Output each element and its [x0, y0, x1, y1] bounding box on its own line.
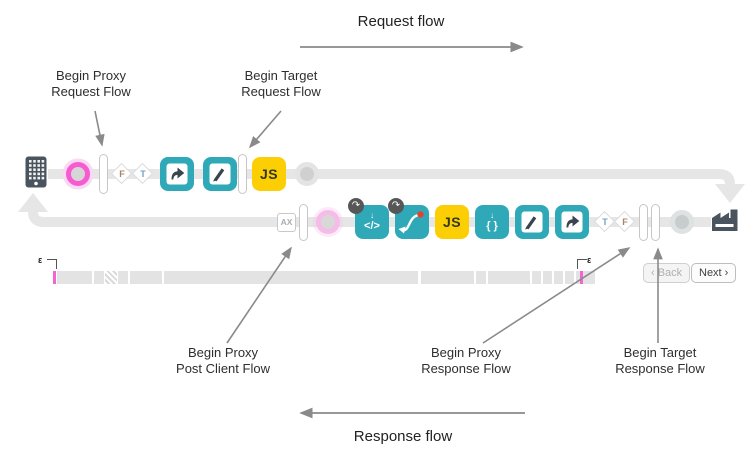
annotation-begin-target-response-flow: Begin Target Response Flow — [580, 345, 740, 377]
down-arrow-icon: ↓ — [490, 211, 494, 220]
down-arrow-icon: ↓ — [370, 211, 374, 220]
begin-proxy-request-flow-marker[interactable] — [99, 154, 108, 194]
next-button[interactable]: Next › — [691, 263, 737, 283]
timeline-segment[interactable] — [554, 271, 563, 284]
epsilon-left-label: ε — [38, 255, 43, 265]
request-flow-label: Request flow — [357, 13, 445, 30]
timeline-segment[interactable] — [488, 271, 530, 284]
timeline-segment[interactable] — [164, 271, 418, 284]
timeline-segment[interactable] — [543, 271, 552, 284]
code-glyph: </> — [364, 220, 380, 232]
target-server-factory-icon[interactable] — [711, 208, 739, 232]
epsilon-right-label: ε — [587, 255, 592, 265]
post-client-pointer-arrow-icon — [226, 246, 292, 344]
replay-badge-icon: ↷ — [348, 198, 364, 214]
begin-proxy-post-client-flow-marker[interactable] — [299, 204, 308, 241]
proxy-response-pointer-arrow-icon — [482, 247, 631, 344]
target-response-start-node[interactable] — [670, 210, 694, 234]
timeline-segment[interactable] — [94, 271, 104, 284]
javascript-label: JS — [259, 166, 279, 182]
javascript-policy-icon[interactable]: JS — [435, 205, 469, 239]
annotation-line: Begin Proxy — [187, 345, 259, 360]
timeline-segment-hatched[interactable] — [105, 271, 117, 284]
annotation-begin-target-request-flow: Begin Target Request Flow — [211, 68, 351, 100]
annotation-line: Request Flow — [241, 84, 321, 99]
back-button[interactable]: ‹ Back — [643, 263, 691, 283]
replay-badge-icon: ↷ — [388, 198, 404, 214]
annotation-line: Begin Proxy — [430, 345, 502, 360]
request-track-arrowhead-icon — [715, 184, 745, 203]
annotation-line: Request Flow — [51, 84, 131, 99]
condition-true-diamond[interactable]: T — [131, 162, 155, 186]
timeline-segment[interactable] — [565, 271, 574, 284]
timeline-start-tick — [53, 271, 56, 284]
timeline-segment[interactable] — [476, 271, 486, 284]
timeline-bar[interactable] — [53, 271, 598, 284]
response-track-arrowhead-icon — [18, 193, 48, 212]
condition-true-label: T — [140, 169, 146, 179]
timeline-end-tick — [580, 271, 583, 284]
timeline-segment[interactable] — [57, 271, 92, 284]
timeline-segment[interactable] — [576, 271, 595, 284]
proxy-request-start-node[interactable] — [66, 162, 90, 186]
annotation-begin-proxy-request-flow: Begin Proxy Request Flow — [21, 68, 161, 100]
begin-target-request-flow-marker[interactable] — [238, 154, 247, 194]
json-policy-icon[interactable]: ↓ { } — [475, 205, 509, 239]
assign-message-policy-icon[interactable] — [515, 205, 549, 239]
annotation-begin-proxy-post-client-flow: Begin Proxy Post Client Flow — [143, 345, 303, 377]
service-callout-policy-icon[interactable] — [160, 157, 194, 191]
annotation-line: Begin Target — [623, 345, 697, 360]
javascript-label: JS — [442, 214, 462, 230]
annotation-line: Post Client Flow — [176, 361, 270, 376]
condition-false-diamond[interactable]: F — [613, 210, 637, 234]
target-request-pointer-arrow-icon — [248, 110, 282, 149]
annotation-line: Response Flow — [421, 361, 511, 376]
assign-message-policy-icon[interactable] — [203, 157, 237, 191]
annotation-line: Response Flow — [615, 361, 705, 376]
post-client-node[interactable] — [316, 210, 340, 234]
timeline-segment[interactable] — [532, 271, 541, 284]
javascript-policy-icon[interactable]: JS — [252, 157, 286, 191]
service-callout-policy-icon[interactable] — [555, 205, 589, 239]
timeline-segment[interactable] — [118, 271, 128, 284]
timeline-start-bracket — [47, 259, 57, 269]
begin-target-response-flow-marker[interactable] — [651, 204, 660, 241]
annotation-begin-proxy-response-flow: Begin Proxy Response Flow — [386, 345, 546, 377]
annotation-line: Begin Target — [244, 68, 318, 83]
timeline-end-bracket — [577, 259, 587, 269]
analytics-label: AX — [280, 217, 293, 227]
condition-false-label: F — [622, 217, 628, 227]
request-segment-end-node[interactable] — [295, 162, 319, 186]
braces-glyph: { } — [486, 220, 498, 232]
annotation-line: Begin Proxy — [55, 68, 127, 83]
begin-proxy-response-flow-marker[interactable] — [639, 204, 648, 241]
analytics-step-box[interactable]: AX — [277, 213, 296, 232]
timeline-segment[interactable] — [130, 271, 162, 284]
response-flow-label: Response flow — [353, 428, 453, 445]
client-phone-icon[interactable] — [25, 156, 47, 188]
proxy-request-pointer-arrow-icon — [94, 110, 105, 147]
timeline-segment[interactable] — [421, 271, 474, 284]
